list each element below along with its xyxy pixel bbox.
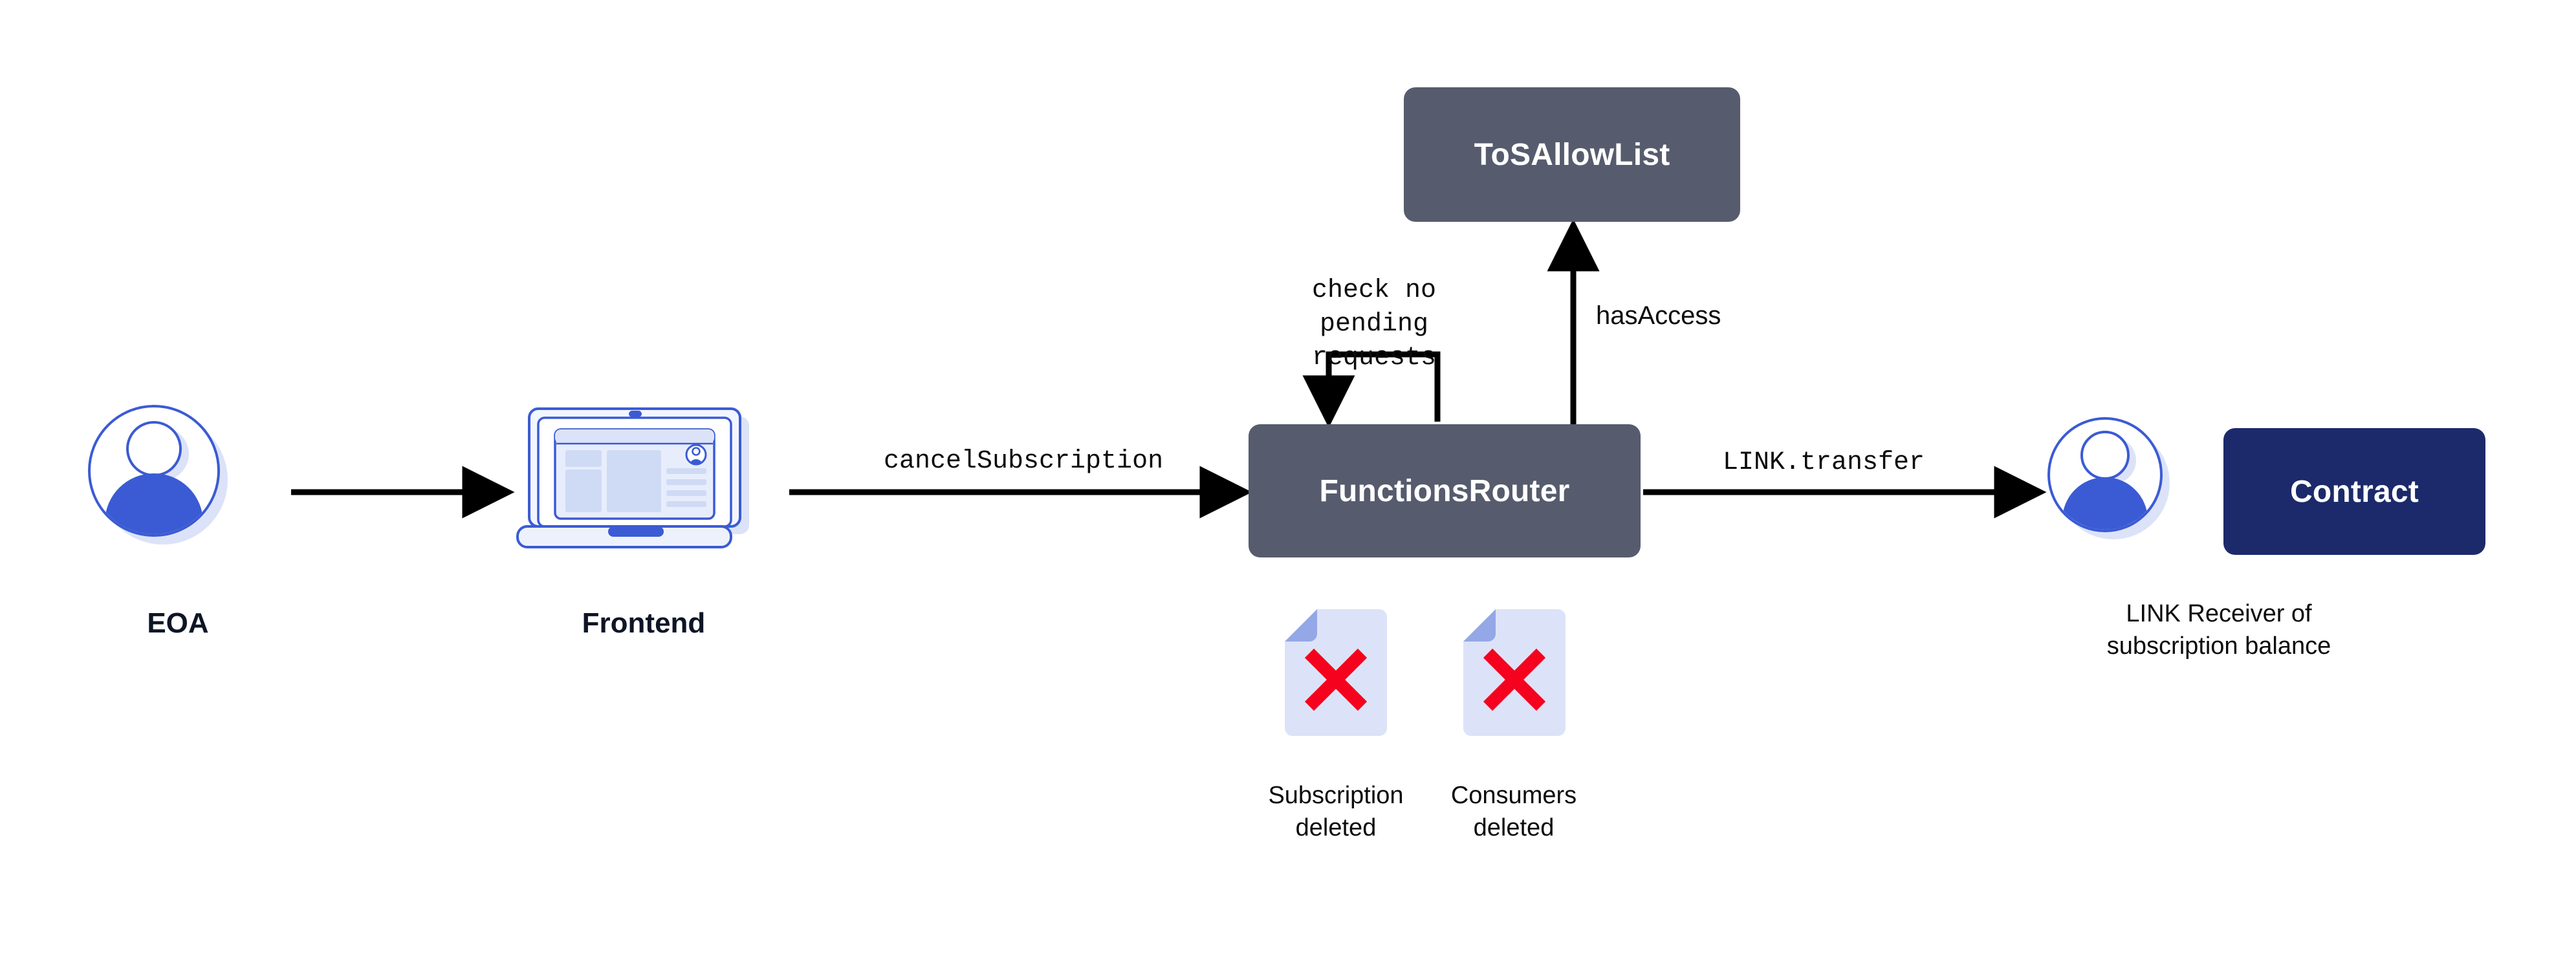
document-deleted-icon <box>1463 608 1566 737</box>
edge-label-cancelsubscription: cancelSubscription <box>884 447 1164 476</box>
node-functionsrouter[interactable]: FunctionsRouter <box>1249 424 1641 557</box>
node-tosallowlist[interactable]: ToSAllowList <box>1404 87 1740 222</box>
red-x-icon <box>1304 648 1368 711</box>
frontend-label: Frontend <box>582 607 706 639</box>
frontend-page-avatar-icon <box>685 444 707 466</box>
link-receiver-caption: LINK Receiver of subscription balance <box>2106 600 2331 660</box>
eoa-avatar-icon <box>84 401 233 550</box>
edge-label-linktransfer: LINK.transfer <box>1723 448 1925 477</box>
link-receiver-avatar-icon <box>2044 414 2174 543</box>
eoa-label: EOA <box>147 607 209 639</box>
document-deleted-caption: Subscription deleted <box>1268 782 1404 842</box>
node-contract[interactable]: Contract <box>2223 428 2485 555</box>
document-deleted-caption: Consumers deleted <box>1450 782 1577 842</box>
edge-label-hasaccess: hasAccess <box>1596 301 1721 330</box>
document-deleted-icon <box>1285 608 1387 737</box>
arrow-router-self-loop <box>1302 351 1441 428</box>
edge-label-check-no-pending-requests: check no pending requests <box>1311 276 1437 373</box>
red-x-icon <box>1483 648 1546 711</box>
frontend-laptop-icon <box>511 401 770 556</box>
